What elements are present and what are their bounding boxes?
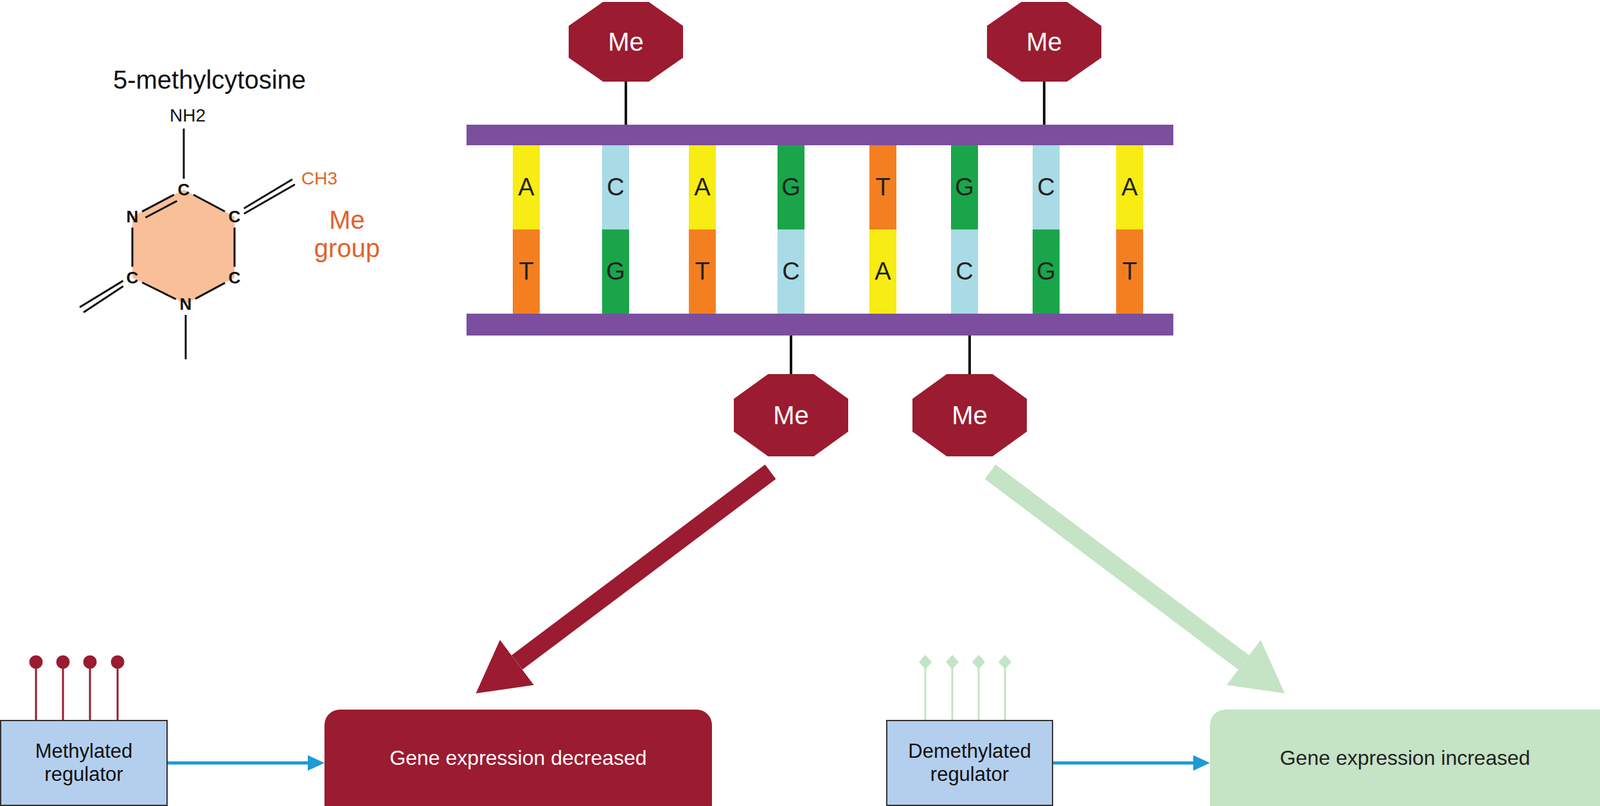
bond-line xyxy=(183,128,186,179)
nucleotide-base: T xyxy=(1116,229,1144,314)
base-letter: C xyxy=(1037,173,1055,202)
outcome-box: Gene expression decreased xyxy=(324,709,712,806)
atom-label: C xyxy=(228,207,241,227)
methyl-stalks xyxy=(625,79,1045,374)
chemical-bonds xyxy=(79,128,295,360)
atom-label: N xyxy=(179,294,193,314)
bond-line xyxy=(131,227,134,267)
octagon-fill xyxy=(568,1,684,82)
bond-line xyxy=(195,282,225,299)
bond-line xyxy=(244,184,295,214)
nucleotide-base: A xyxy=(512,145,540,230)
atom-label: C xyxy=(126,268,139,288)
bond-line xyxy=(145,201,177,218)
regulator-box: Demethylated regulator xyxy=(886,719,1054,806)
node-text: Gene expression increased xyxy=(1273,746,1538,770)
base-letter: A xyxy=(874,257,891,286)
base-letter: G xyxy=(954,173,975,202)
backbone-strand xyxy=(466,313,1174,336)
demethylated-pins xyxy=(920,656,1011,720)
bond-line xyxy=(233,227,236,267)
methyl-group: Me xyxy=(912,373,1027,457)
base-letter: T xyxy=(518,257,534,286)
nucleotide-base: G xyxy=(777,145,805,230)
base-letter: C xyxy=(606,173,624,202)
methyl-group: Me xyxy=(986,1,1102,82)
outcome-box: Gene expression increased xyxy=(1209,709,1600,806)
node-text: Gene expression decreased xyxy=(382,746,653,770)
backbone-strand xyxy=(466,124,1174,146)
nucleotide-base: G xyxy=(602,229,630,314)
methyl-group: Me xyxy=(568,1,684,82)
base-letter: C xyxy=(782,257,800,286)
node-text: Me xyxy=(766,400,816,430)
base-letter: A xyxy=(693,173,711,202)
methyl-lollipops xyxy=(30,656,124,720)
chemical-group: CH3 xyxy=(301,168,338,189)
pyrimidine-ring xyxy=(132,189,235,304)
bond-line xyxy=(83,285,124,313)
bond-line xyxy=(142,194,175,212)
nucleotide-base: C xyxy=(951,229,978,314)
base-letter: G xyxy=(1036,257,1056,286)
atom-label: C xyxy=(228,268,241,288)
bond-line xyxy=(142,282,177,300)
node-text: Me xyxy=(1019,26,1069,57)
flow-arrow xyxy=(990,471,1244,663)
flow-arrow xyxy=(517,471,772,663)
node-text: Me xyxy=(945,400,995,430)
group-label: Me group xyxy=(302,205,392,263)
bond-line xyxy=(244,179,293,209)
nucleotide-base: A xyxy=(688,145,716,230)
nucleotide-base: A xyxy=(1116,145,1144,230)
node-text: Methylated regulator xyxy=(1,739,167,786)
compound-name: 5-methylcytosine xyxy=(113,65,306,94)
nucleotide-base: G xyxy=(1032,229,1060,314)
bond-line xyxy=(185,314,187,360)
node-text: Demethylated regulator xyxy=(887,739,1052,786)
base-letter: T xyxy=(1121,257,1137,286)
chemical-group: NH2 xyxy=(169,106,206,126)
octagon-fill xyxy=(986,1,1102,82)
nucleotide-base: C xyxy=(777,229,805,314)
nucleotide-base: T xyxy=(512,229,540,314)
octagon-fill xyxy=(912,373,1027,457)
regulator-box: Methylated regulator xyxy=(0,719,168,806)
atom-label: N xyxy=(126,207,139,227)
octagon-fill xyxy=(733,373,849,457)
nucleotide-base: G xyxy=(951,145,978,230)
nucleotide-base: C xyxy=(602,145,630,230)
nucleotide-base: C xyxy=(1032,145,1060,230)
flow-arrow xyxy=(167,760,308,765)
base-letter: A xyxy=(1121,173,1138,202)
base-letter: A xyxy=(517,173,534,202)
flow-arrow xyxy=(1053,760,1194,765)
base-letter: G xyxy=(781,173,801,202)
base-letter: C xyxy=(955,257,973,286)
nucleotide-base: A xyxy=(869,229,897,314)
node-text: Me xyxy=(601,26,651,57)
base-letter: G xyxy=(605,257,626,286)
base-letter: T xyxy=(875,173,890,202)
bond-line xyxy=(79,280,123,308)
atom-label: C xyxy=(177,180,191,200)
bond-line xyxy=(193,194,225,212)
methyl-group: Me xyxy=(733,373,849,457)
nucleotide-base: T xyxy=(688,229,716,314)
base-letter: T xyxy=(694,257,710,286)
nucleotide-base: T xyxy=(869,145,897,230)
